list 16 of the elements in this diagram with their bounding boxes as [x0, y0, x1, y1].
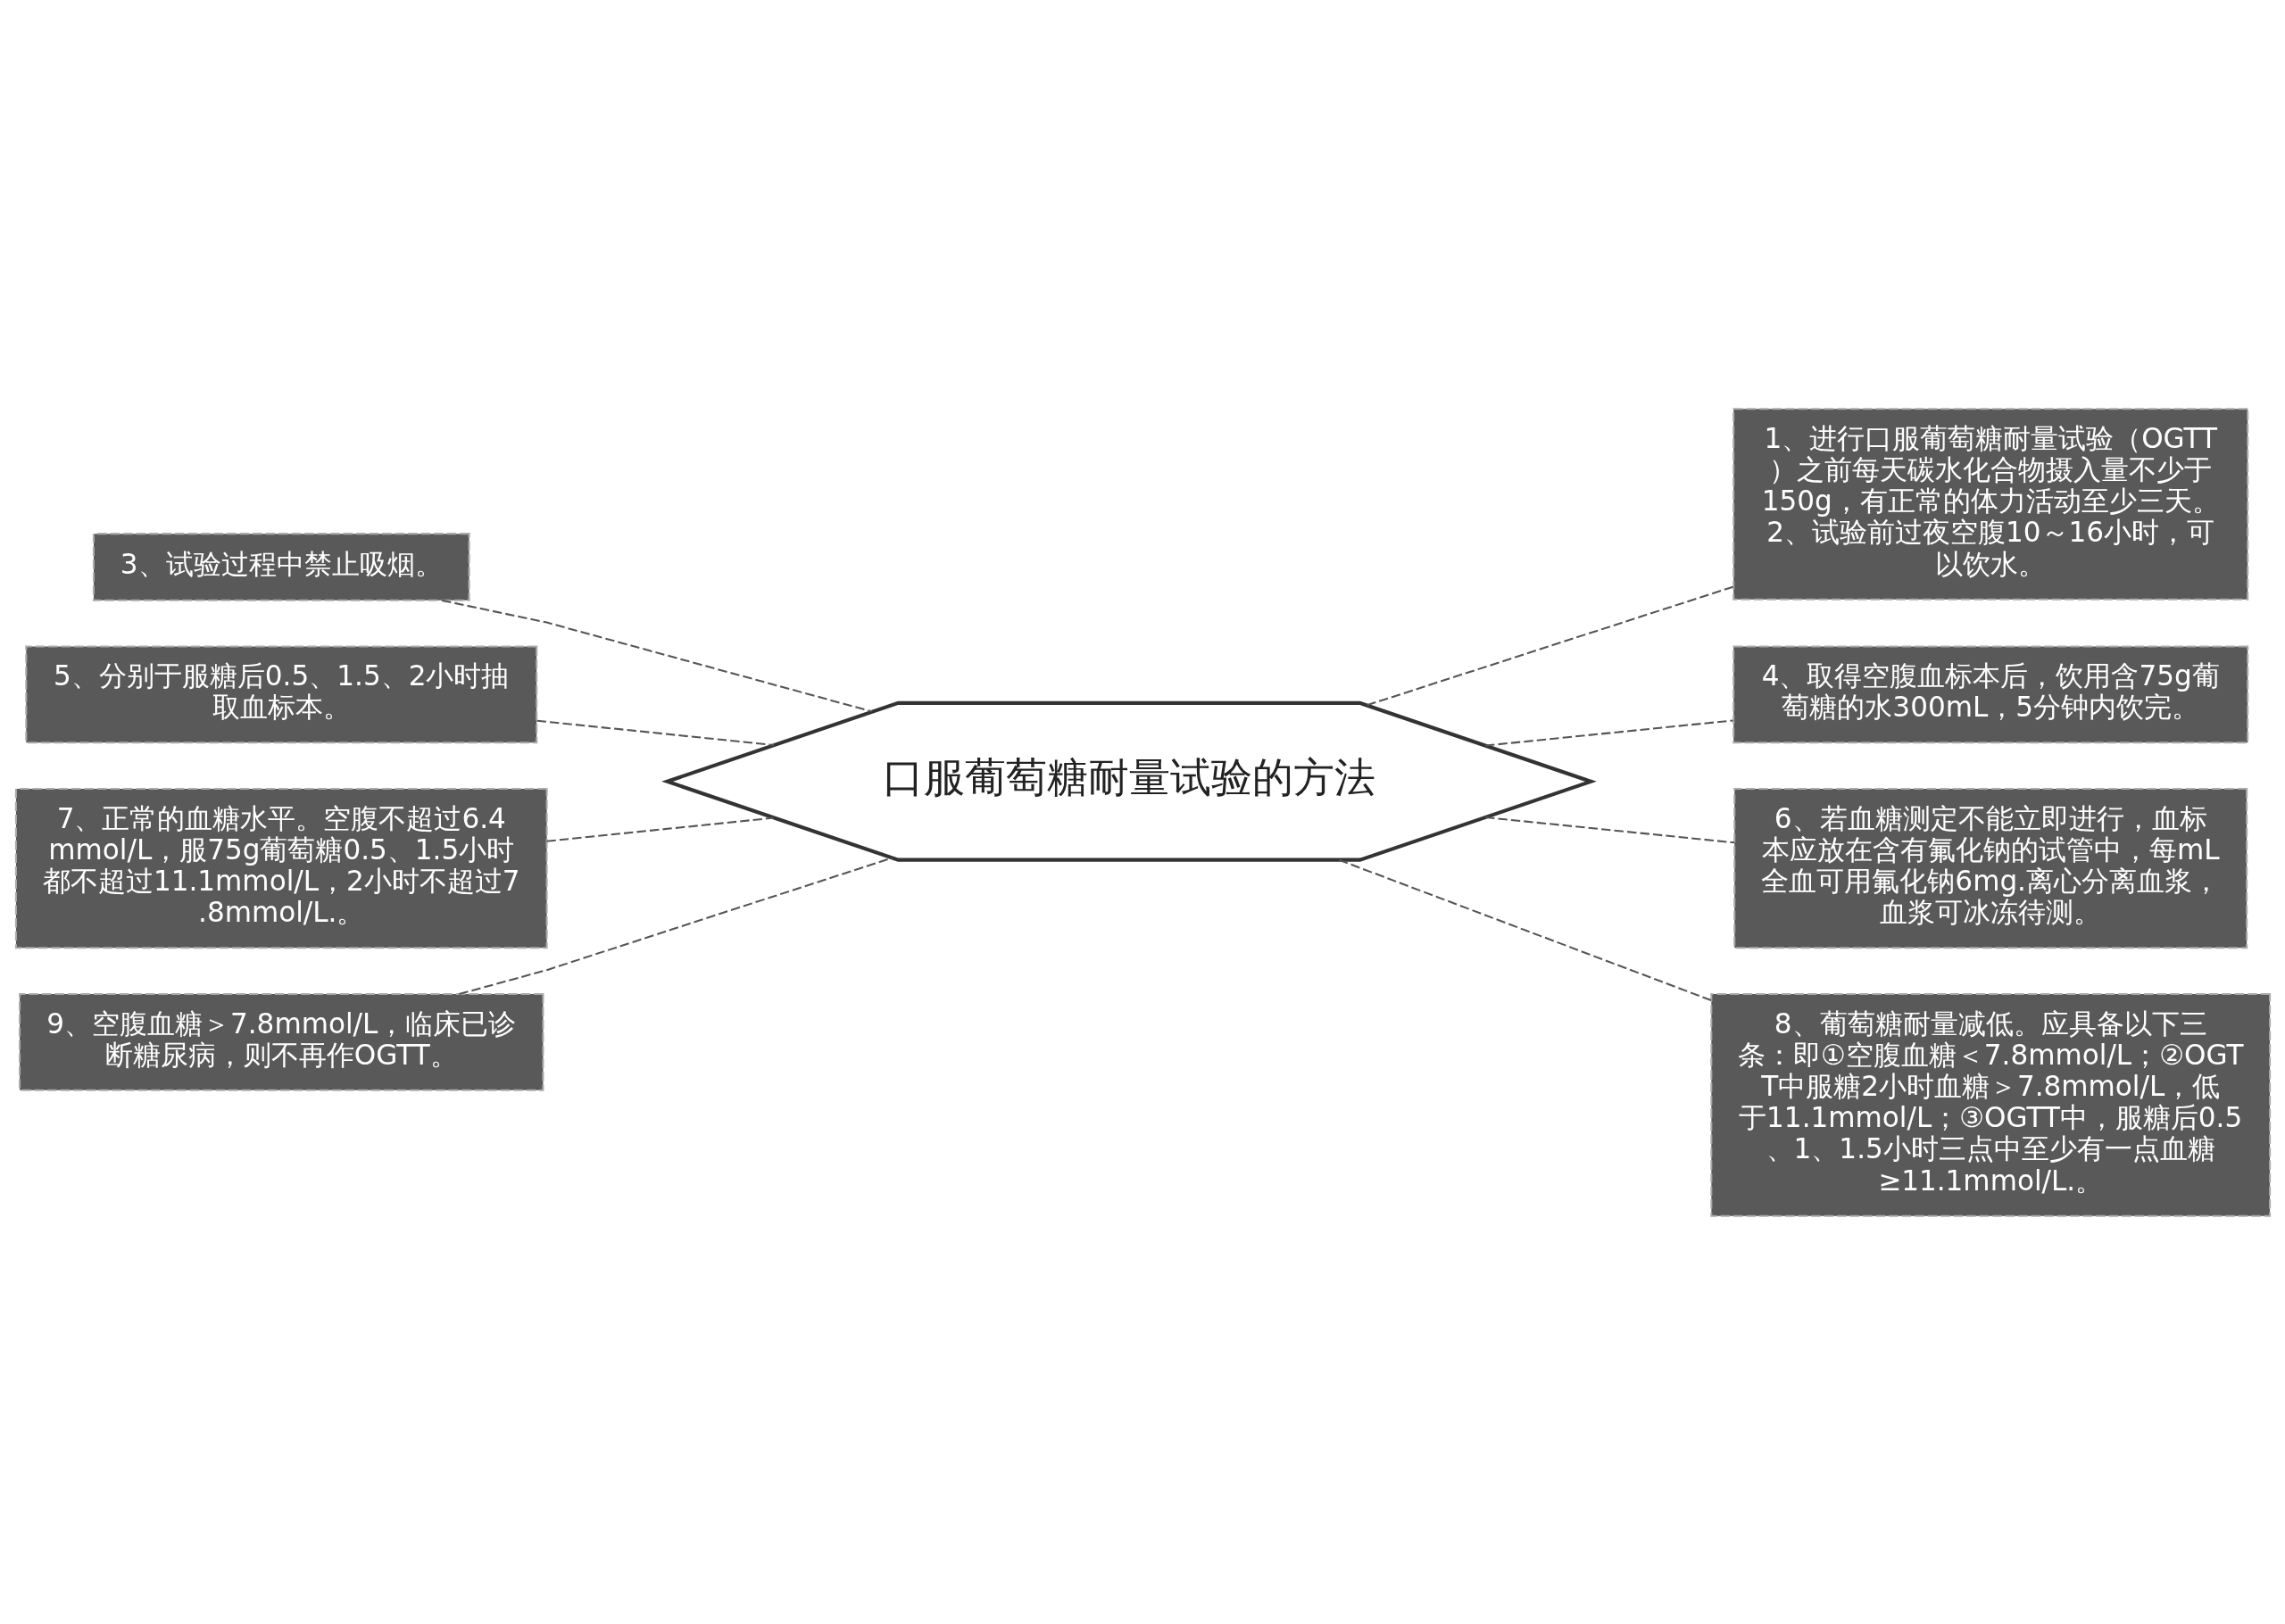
node-box: 3、试验过程中禁止吸烟。	[92, 532, 470, 601]
node-box: 5、分别于服糖后0.5、1.5、2小时抽取血标本。	[24, 645, 537, 743]
node-box: 4、取得空腹血标本后，饮用含75g葡萄糖的水300mL，5分钟内饮完。	[1732, 645, 2248, 743]
connector	[1338, 858, 1712, 1001]
connector	[536, 719, 774, 746]
node-box: 8、葡萄糖耐量减低。应具备以下三条：即①空腹血糖＜7.8mmol/L；②OGTT中服糖2小时血糖＞7.8mmol/L，低于11.1mmol/L；③OGTT中，服糖后0.5、1、1.5小时三点中至少有一点血糖≥11.1mmol/L.。	[1709, 992, 2271, 1217]
connector	[1484, 816, 1734, 843]
connector	[546, 816, 774, 842]
connector	[458, 856, 893, 995]
node-box: 7、正常的血糖水平。空腹不超过6.4mmol/L，服75g葡萄糖0.5、1.5小时都不超过11.1mmol/L，2小时不超过7.8mmol/L.。	[14, 787, 548, 949]
node-box: 9、空腹血糖＞7.8mmol/L，临床已诊断糖尿病，则不再作OGTT。	[18, 992, 544, 1091]
connector	[1484, 718, 1733, 747]
node-box: 1、进行口服葡萄糖耐量试验（OGTT）之前每天碳水化合物摄入量不少于150g，有正常的体力活动至少三天。2、试验前过夜空腹10～16小时，可以饮水。	[1732, 407, 2248, 601]
connector	[441, 599, 872, 712]
connector	[1366, 585, 1733, 706]
node-box: 6、若血糖测定不能立即进行，血标本应放在含有氟化钠的试管中，每mL全血可用氟化钠6mg.离心分离血浆，血浆可冰冻待测。	[1732, 787, 2248, 949]
